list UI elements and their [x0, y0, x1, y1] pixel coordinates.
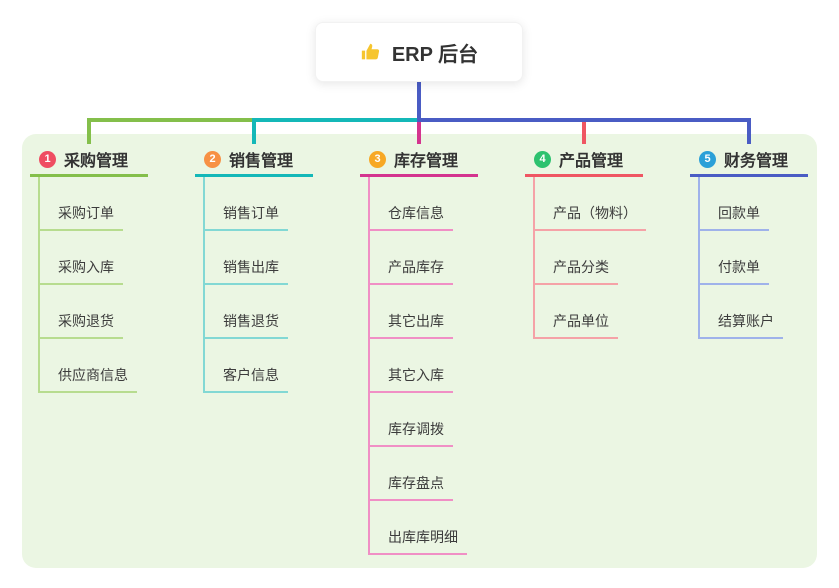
child-node[interactable]: 付款单: [700, 231, 769, 285]
thumbs-up-icon: [360, 41, 382, 63]
branch-title-2[interactable]: 2 销售管理: [195, 144, 313, 177]
child-node[interactable]: 结算账户: [700, 285, 783, 339]
child-node[interactable]: 销售退货: [205, 285, 288, 339]
child-node-label: 其它入库: [388, 367, 444, 383]
child-node[interactable]: 产品分类: [535, 231, 618, 285]
child-node-label: 客户信息: [223, 367, 279, 383]
child-node-label: 采购退货: [58, 313, 114, 329]
root-node-label: ERP 后台: [391, 43, 479, 66]
branch-children: 产品（物料） 产品分类产品单位: [533, 177, 646, 339]
child-node[interactable]: 仓库信息: [370, 177, 453, 231]
child-node[interactable]: 其它出库: [370, 285, 453, 339]
branch-title-4[interactable]: 4 产品管理: [525, 144, 643, 177]
child-node-label: 产品（物料）: [553, 205, 637, 221]
child-node-label: 产品单位: [553, 313, 609, 329]
branch-number-badge: 5: [699, 150, 716, 168]
branch-title-label: 财务管理: [724, 153, 789, 170]
child-node[interactable]: 产品单位: [535, 285, 618, 339]
child-node[interactable]: 销售出库: [205, 231, 288, 285]
branch-title-label: 采购管理: [64, 153, 129, 170]
child-node-label: 出库库明细: [388, 529, 458, 545]
branch-title-label: 库存管理: [394, 153, 459, 170]
child-node-label: 产品分类: [553, 259, 609, 275]
branch-children: 仓库信息产品库存其它出库其它入库库存调拨库存盘点出库库明细: [368, 177, 478, 555]
branch-3: 3 库存管理仓库信息产品库存其它出库其它入库库存调拨库存盘点出库库明细: [360, 144, 478, 555]
branch-1: 1 采购管理采购订单采购入库采购退货供应商信息: [30, 144, 148, 393]
child-node[interactable]: 采购退货: [40, 285, 123, 339]
branch-5: 5 财务管理回款单付款单结算账户: [690, 144, 808, 339]
child-node[interactable]: 供应商信息: [40, 339, 137, 393]
child-node-label: 结算账户: [718, 313, 774, 329]
child-node[interactable]: 销售订单: [205, 177, 288, 231]
child-node-label: 回款单: [718, 205, 760, 221]
child-node-label: 仓库信息: [388, 205, 444, 221]
branch-number-badge: 1: [39, 150, 56, 168]
child-node[interactable]: 库存调拨: [370, 393, 453, 447]
child-node-label: 其它出库: [388, 313, 444, 329]
child-node[interactable]: 产品（物料）: [535, 177, 646, 231]
branch-title-5[interactable]: 5 财务管理: [690, 144, 808, 177]
child-node[interactable]: 其它入库: [370, 339, 453, 393]
child-node-label: 采购入库: [58, 259, 114, 275]
branch-number-badge: 2: [204, 150, 221, 168]
child-node[interactable]: 采购入库: [40, 231, 123, 285]
branch-title-label: 销售管理: [229, 153, 294, 170]
branch-children: 销售订单销售出库销售退货客户信息: [203, 177, 313, 393]
child-node[interactable]: 出库库明细: [370, 501, 467, 555]
branches-background-panel: [22, 134, 817, 568]
child-node-label: 销售退货: [223, 313, 279, 329]
branch-2: 2 销售管理销售订单销售出库销售退货客户信息: [195, 144, 313, 393]
child-node-label: 产品库存: [388, 259, 444, 275]
branch-number-badge: 4: [534, 150, 551, 168]
child-node-label: 采购订单: [58, 205, 114, 221]
branch-children: 回款单付款单结算账户: [698, 177, 808, 339]
child-node[interactable]: 库存盘点: [370, 447, 453, 501]
root-node-erp[interactable]: ERP 后台: [315, 22, 523, 82]
child-node-label: 库存调拨: [388, 421, 444, 437]
child-node[interactable]: 产品库存: [370, 231, 453, 285]
branch-4: 4 产品管理产品（物料） 产品分类产品单位: [525, 144, 646, 339]
branch-title-1[interactable]: 1 采购管理: [30, 144, 148, 177]
child-node[interactable]: 客户信息: [205, 339, 288, 393]
branch-number-badge: 3: [369, 150, 386, 168]
child-node[interactable]: 采购订单: [40, 177, 123, 231]
child-node-label: 付款单: [718, 259, 760, 275]
child-node-label: 销售出库: [223, 259, 279, 275]
branch-children: 采购订单采购入库采购退货供应商信息: [38, 177, 148, 393]
branch-title-3[interactable]: 3 库存管理: [360, 144, 478, 177]
child-node-label: 销售订单: [223, 205, 279, 221]
child-node-label: 库存盘点: [388, 475, 444, 491]
child-node[interactable]: 回款单: [700, 177, 769, 231]
child-node-label: 供应商信息: [58, 367, 128, 383]
branch-title-label: 产品管理: [559, 153, 624, 170]
